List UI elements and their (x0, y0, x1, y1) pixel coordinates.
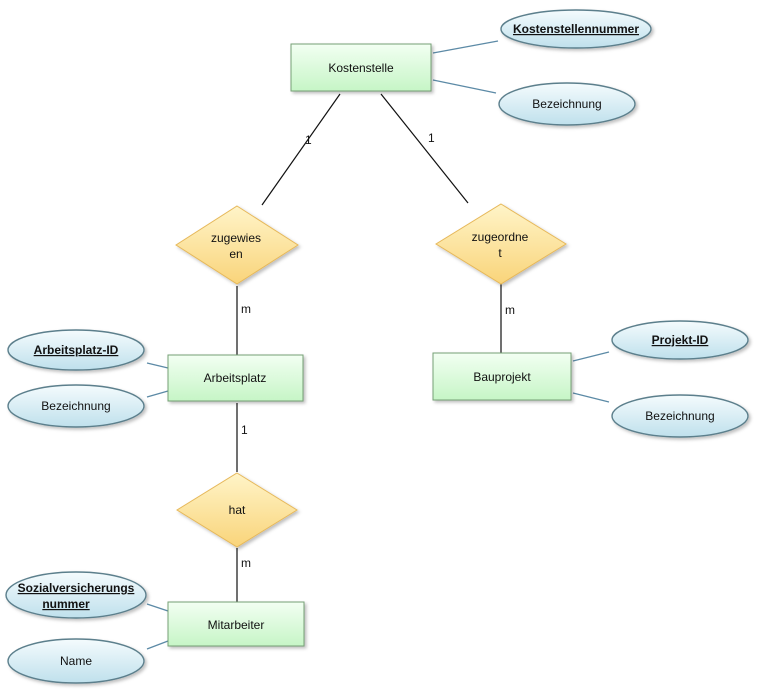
attribute-kostenstelle-bezeichnung-label: Bezeichnung (532, 97, 601, 111)
attribute-arbeitsplatz-bezeichnung[interactable]: Bezeichnung (7, 384, 145, 428)
cardinality-arbeitsplatz-hat: 1 (241, 423, 248, 437)
connector-kostenstelle-bezeichnung (432, 79, 497, 94)
connector-bauprojekt-bezeichnung (572, 392, 610, 403)
relationship-hat[interactable]: hat (176, 472, 298, 548)
relationship-hat-label: hat (229, 503, 246, 517)
connector-arbeitsplatz-id (146, 362, 169, 369)
attribute-kostenstellennummer[interactable]: Kostenstellennummer (500, 9, 652, 49)
attribute-name-label: Name (60, 654, 92, 668)
attribute-name[interactable]: Name (7, 638, 145, 684)
line-kostenstelle-zugewiesen (261, 93, 341, 206)
cardinality-kostenstelle-zugewiesen: 1 (305, 133, 312, 147)
connector-projekt-id (572, 351, 610, 362)
attribute-bauprojekt-bezeichnung-label: Bezeichnung (645, 409, 714, 423)
relationship-zugeordnet-label-line2: t (498, 246, 502, 260)
attribute-sozialversicherungsnummer-label-line2: nummer (42, 597, 90, 611)
relationship-zugewiesen-label-line1: zugewies (211, 231, 261, 245)
attribute-sozialversicherungsnummer[interactable]: Sozialversicherungs nummer (5, 571, 147, 619)
connector-kostenstellennummer (432, 40, 499, 54)
attribute-projekt-id-label: Projekt-ID (652, 333, 709, 347)
entity-mitarbeiter-label: Mitarbeiter (208, 618, 265, 632)
connector-arbeitsplatz-bezeichnung (146, 390, 169, 398)
attribute-arbeitsplatz-bezeichnung-label: Bezeichnung (41, 399, 110, 413)
cardinality-kostenstelle-zugeordnet: 1 (428, 131, 435, 145)
attribute-sozialversicherungsnummer-label-line1: Sozialversicherungs (18, 581, 135, 595)
entity-arbeitsplatz[interactable]: Arbeitsplatz (167, 354, 304, 402)
entity-kostenstelle[interactable]: Kostenstelle (290, 43, 432, 92)
attribute-arbeitsplatz-id-label: Arbeitsplatz-ID (34, 343, 119, 357)
attribute-kostenstellennummer-label: Kostenstellennummer (513, 22, 639, 36)
relationship-zugewiesen-label-line2: en (229, 247, 242, 261)
cardinality-zugewiesen-arbeitsplatz: m (241, 302, 251, 316)
connector-name (146, 640, 169, 650)
entity-arbeitsplatz-label: Arbeitsplatz (204, 371, 267, 385)
relationship-zugeordnet[interactable]: zugeordne t (435, 203, 567, 285)
relationship-lines (236, 93, 502, 603)
entity-bauprojekt-label: Bauprojekt (473, 370, 531, 384)
attribute-kostenstelle-bezeichnung[interactable]: Bezeichnung (498, 82, 636, 126)
attribute-projekt-id[interactable]: Projekt-ID (611, 320, 749, 360)
cardinality-hat-mitarbeiter: m (241, 556, 251, 570)
relationship-zugewiesen[interactable]: zugewies en (175, 205, 299, 285)
entity-bauprojekt[interactable]: Bauprojekt (432, 352, 572, 401)
line-kostenstelle-zugeordnet (380, 93, 469, 204)
attribute-bauprojekt-bezeichnung[interactable]: Bezeichnung (611, 394, 749, 438)
attribute-arbeitsplatz-id[interactable]: Arbeitsplatz-ID (7, 329, 145, 371)
cardinality-zugeordnet-bauprojekt: m (505, 303, 515, 317)
connector-sozialversicherungsnummer (146, 603, 169, 612)
relationship-zugeordnet-label-line1: zugeordne (472, 230, 529, 244)
entity-mitarbeiter[interactable]: Mitarbeiter (167, 601, 305, 647)
entity-kostenstelle-label: Kostenstelle (328, 61, 394, 75)
attribute-connectors (146, 40, 610, 650)
